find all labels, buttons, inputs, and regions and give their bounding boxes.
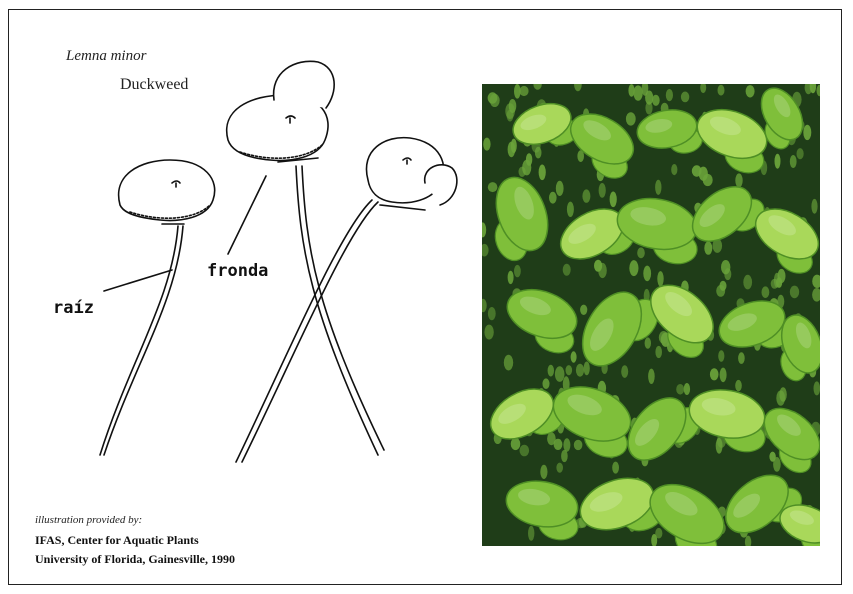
wolffia-granule xyxy=(574,440,583,450)
wolffia-granule xyxy=(676,384,684,395)
wolffia-granule xyxy=(703,174,713,186)
wolffia-granule xyxy=(483,138,490,151)
credit-line-3: University of Florida, Gainesville, 1990 xyxy=(35,552,235,567)
wolffia-granule xyxy=(567,202,574,217)
wolffia-granule xyxy=(621,365,628,378)
wolffia-granule xyxy=(814,381,821,395)
root-right-attach xyxy=(380,205,425,210)
wolffia-granule xyxy=(555,366,565,382)
wolffia-granule xyxy=(692,165,702,176)
wolffia-granule xyxy=(571,351,577,362)
wolffia-granule xyxy=(629,260,638,276)
credit-line-2: IFAS, Center for Aquatic Plants xyxy=(35,533,199,548)
wolffia-granule xyxy=(563,264,571,276)
wolffia-granule xyxy=(704,241,712,254)
wolffia-granule xyxy=(508,271,514,284)
wolffia-granule xyxy=(556,463,563,473)
wolffia-granule xyxy=(582,189,590,202)
wolffia-granule xyxy=(563,438,570,452)
wolffia-granule xyxy=(811,199,817,214)
wolffia-granule xyxy=(735,173,742,187)
wolffia-granule xyxy=(628,84,634,97)
wolffia-granule xyxy=(484,325,493,340)
wolffia-granule xyxy=(724,268,731,280)
wolffia-granule xyxy=(684,383,690,395)
wolffia-granule xyxy=(566,365,573,375)
wolffia-granule xyxy=(645,337,651,348)
wolffia-granule xyxy=(652,95,660,106)
wolffia-granule xyxy=(490,94,500,107)
fronda-leader-line xyxy=(228,176,266,254)
wolffia-granule xyxy=(643,266,651,282)
wolffia-granule xyxy=(514,265,521,277)
duckweed-photo xyxy=(482,84,820,546)
wolffia-granule xyxy=(549,192,557,204)
wolffia-granule xyxy=(735,380,742,391)
wolffia-granule xyxy=(511,139,517,153)
raiz-leader-line xyxy=(104,270,172,291)
wolffia-granule xyxy=(612,462,619,474)
frond-label: fronda xyxy=(207,261,268,281)
wolffia-granule xyxy=(504,355,513,371)
wolffia-granule xyxy=(561,450,568,462)
wolffia-granule xyxy=(528,526,534,541)
wolffia-granule xyxy=(637,247,645,258)
wolffia-granule xyxy=(548,365,554,377)
wolffia-granule xyxy=(633,85,642,100)
wolffia-granule xyxy=(776,390,785,405)
wolffia-granule xyxy=(771,279,779,289)
wolffia-granule xyxy=(556,181,564,196)
wolffia-granule xyxy=(720,368,727,383)
wolffia-granule xyxy=(666,89,673,101)
wolffia-granule xyxy=(584,362,590,376)
root-right-inner xyxy=(242,202,378,462)
frond-right-bud xyxy=(425,165,457,205)
wolffia-granule xyxy=(655,528,662,539)
wolffia-granule xyxy=(746,85,755,97)
wolffia-granule xyxy=(543,378,550,389)
root-left xyxy=(100,226,178,455)
wolffia-granule xyxy=(505,103,515,119)
wolffia-granule xyxy=(655,346,662,358)
wolffia-granule xyxy=(803,125,811,140)
wolffia-granule xyxy=(594,260,602,272)
wolffia-granule xyxy=(743,275,752,290)
credit-line-1: illustration provided by: xyxy=(35,514,142,526)
wolffia-granule xyxy=(769,452,775,462)
wolffia-granule xyxy=(671,164,677,175)
wolffia-granule xyxy=(681,92,689,103)
wolffia-granule xyxy=(580,305,587,315)
wolffia-granule xyxy=(526,153,532,166)
frond-center-bud xyxy=(274,61,335,108)
wolffia-granule xyxy=(539,165,546,181)
wolffia-granule xyxy=(488,307,496,320)
wolffia-granule xyxy=(540,465,547,479)
wolffia-granule xyxy=(710,368,719,380)
wolffia-granule xyxy=(797,148,804,159)
wolffia-granule xyxy=(718,85,725,96)
wolffia-granule xyxy=(716,438,723,454)
wolffia-granule xyxy=(718,350,724,362)
wolffia-granule xyxy=(655,180,661,195)
root-label: raíz xyxy=(53,298,94,318)
wolffia-granule xyxy=(514,84,521,99)
wolffia-granule xyxy=(790,286,799,299)
wolffia-granule xyxy=(599,183,606,198)
wolffia-granule xyxy=(720,281,727,291)
wolffia-granule xyxy=(738,352,745,364)
wolffia-granule xyxy=(790,155,797,168)
wolffia-granule xyxy=(488,182,498,192)
wolffia-granule xyxy=(762,286,770,298)
wolffia-granule xyxy=(520,445,530,457)
root-left-inner xyxy=(104,226,183,455)
wolffia-granule xyxy=(576,364,584,377)
wolffia-granule xyxy=(657,271,663,286)
wolffia-granule xyxy=(775,154,781,169)
wolffia-granule xyxy=(610,192,617,208)
wolffia-granule xyxy=(519,86,528,96)
wolffia-granule xyxy=(648,369,655,384)
wolffia-granule xyxy=(547,432,556,445)
wolffia-granule xyxy=(626,112,636,125)
